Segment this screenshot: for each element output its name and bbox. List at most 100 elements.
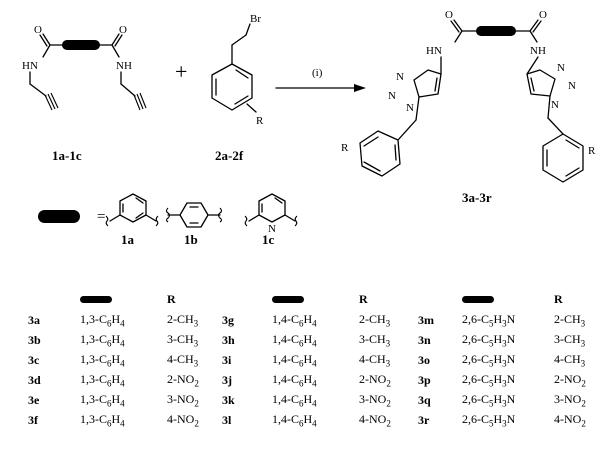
substituent-r-right: R: [588, 145, 596, 157]
table-row: 3f 1,3-C6H4 4-NO2: [28, 410, 207, 430]
linker-1b-label: 1b: [184, 232, 198, 247]
substituent: 2-CH3: [167, 311, 199, 329]
linker-formula: 1,3-C6H4: [80, 371, 125, 389]
compound-id: 3j: [222, 372, 232, 387]
linker-bar-header: [80, 296, 112, 304]
atom-n-triazole-left-3: N: [406, 102, 414, 114]
table-header: R: [222, 288, 399, 310]
compound-table-1: R 3a 1,3-C6H4 2-CH3 3b 1,3-C6H4 3-CH3 3c 1,3-C6…: [28, 288, 207, 430]
substituent: 2-NO2: [359, 371, 391, 389]
table-row: 3h 1,4-C6H4 3-CH3: [222, 330, 399, 350]
compound-id: 3g: [222, 312, 234, 327]
table-row: 3a 1,3-C6H4 2-CH3: [28, 310, 207, 330]
compound-id: 3a: [28, 312, 40, 327]
compound-id: 3l: [222, 412, 232, 427]
atom-hn-left: HN: [426, 45, 442, 57]
linker-formula: 1,4-C6H4: [272, 371, 317, 389]
linker-formula: 1,3-C6H4: [80, 411, 125, 429]
substituent: 4-NO2: [359, 411, 391, 429]
linker-1b-structure: [165, 202, 223, 228]
table-row: 3m 2,6-C5H3N 2-CH3: [418, 310, 594, 330]
atom-n-triazole-left-2: N: [388, 90, 396, 102]
product-label: 3a-3r: [462, 190, 492, 205]
atom-n-pyridine: N: [268, 223, 276, 235]
r-header: R: [167, 291, 176, 306]
linker-bar: [62, 40, 100, 50]
linker-header: [462, 288, 554, 310]
compound-id: 3i: [222, 352, 232, 367]
compound-id: 3n: [418, 332, 431, 347]
compound-id: 3o: [418, 352, 430, 367]
reaction-condition: (i): [312, 67, 323, 79]
compound-id: 3h: [222, 332, 235, 347]
linker-formula: 1,3-C6H4: [80, 351, 125, 369]
reaction-arrow: [275, 84, 366, 92]
linker-formula: 2,6-C5H3N: [462, 371, 516, 389]
substituent-r-left: R: [341, 142, 349, 154]
compound-id: 3b: [28, 332, 41, 347]
linker-bar-legend: [38, 210, 80, 223]
atom-o-right: O: [119, 24, 127, 36]
linker-bar: [476, 26, 516, 36]
atom-hn-left: HN: [22, 60, 38, 72]
compound-id: 3f: [28, 412, 38, 427]
atom-br: Br: [250, 13, 261, 25]
atom-n-triazole-left-1: N: [396, 71, 404, 83]
compound-id: 3d: [28, 372, 41, 387]
atom-n-triazole-right-1: N: [557, 62, 565, 74]
table-header: R: [28, 288, 207, 310]
compound-id: 3q: [418, 392, 431, 407]
substituent-r: R: [256, 115, 264, 127]
substituent: 2-CH3: [554, 311, 586, 329]
table-row: 3j 1,4-C6H4 2-NO2: [222, 370, 399, 390]
substituent: 3-NO2: [554, 391, 586, 409]
atom-nh-right: NH: [116, 60, 132, 72]
substituent: 4-CH3: [554, 351, 586, 369]
substituent: 3-CH3: [554, 331, 586, 349]
compound-id: 3k: [222, 392, 235, 407]
compound-id: 3c: [28, 352, 40, 367]
linker-1c-label: 1c: [262, 232, 275, 247]
r-header: R: [554, 291, 563, 306]
substituent: 4-NO2: [167, 411, 199, 429]
reactant2-label: 2a-2f: [215, 148, 244, 163]
compound-id: 3e: [28, 392, 40, 407]
linker-1a-structure: [105, 193, 159, 227]
compound-id: 3p: [418, 372, 431, 387]
substituent: 4-CH3: [359, 351, 391, 369]
equals-sign: =: [97, 209, 105, 225]
linker-formula: 2,6-C5H3N: [462, 351, 516, 369]
linker-1a-label: 1a: [121, 232, 135, 247]
linker-header: [272, 288, 359, 310]
atom-nh-right: NH: [530, 45, 546, 57]
linker-header: [80, 288, 167, 310]
compound-id: 3m: [418, 312, 434, 327]
atom-o-left: O: [34, 24, 42, 36]
r-header: R: [359, 291, 368, 306]
atom-n-triazole-right-3: N: [551, 99, 559, 111]
substituent: 3-CH3: [167, 331, 199, 349]
linker-formula: 1,3-C6H4: [80, 311, 125, 329]
linker-1c-structure: N: [244, 193, 298, 235]
plus-sign: +: [175, 59, 187, 84]
substituent: 3-CH3: [359, 331, 391, 349]
linker-formula: 1,4-C6H4: [272, 311, 317, 329]
linker-bar-header: [272, 296, 304, 304]
linker-bar-header: [462, 296, 494, 304]
reactant-diamide: O HN O NH: [22, 24, 147, 111]
linker-formula: 1,4-C6H4: [272, 331, 317, 349]
linker-formula: 2,6-C5H3N: [462, 311, 516, 329]
atom-o-right: O: [539, 9, 547, 21]
linker-formula: 1,4-C6H4: [272, 351, 317, 369]
